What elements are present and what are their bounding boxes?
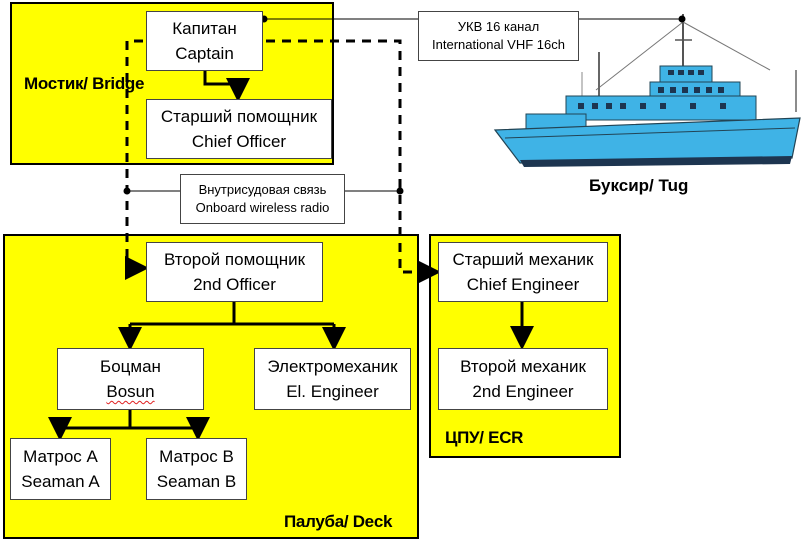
chief-engineer-ru: Старший механик bbox=[452, 250, 594, 269]
chief-engineer-en: Chief Engineer bbox=[466, 275, 580, 294]
el-engineer-ru: Электромеханик bbox=[267, 357, 398, 376]
seaman-a-en: Seaman A bbox=[21, 472, 100, 491]
el-engineer-en: El. Engineer bbox=[286, 382, 379, 401]
seaman-b-box: Матрос В Seaman B bbox=[146, 438, 247, 500]
vhf-dot-right bbox=[678, 15, 686, 23]
second-engineer-ru: Второй механик bbox=[460, 357, 586, 376]
chief-officer-ru: Старший помощник bbox=[160, 107, 318, 126]
tug-vessel-icon bbox=[493, 14, 801, 167]
onboard-dot-right bbox=[396, 187, 404, 195]
second-officer-en: 2nd Officer bbox=[193, 275, 276, 294]
captain-ru: Капитан bbox=[172, 19, 237, 38]
ecr-zone-label: ЦПУ/ ECR bbox=[445, 428, 524, 447]
second-engineer-en: 2nd Engineer bbox=[472, 382, 574, 401]
captain-second-officer-dashed-link bbox=[125, 39, 149, 280]
captain-box: Капитан Captain bbox=[146, 11, 263, 71]
vhf-ru: УКВ 16 канал bbox=[457, 19, 540, 34]
seaman-b-ru: Матрос В bbox=[159, 447, 234, 466]
tug-label: Буксир/ Tug bbox=[589, 176, 689, 195]
captain-to-chief-officer-link bbox=[203, 71, 250, 102]
bridge-zone-label: Мостик/ Bridge bbox=[24, 74, 145, 93]
bosun-ru: Боцман bbox=[100, 357, 161, 376]
onboard-radio-label: Внутрисудовая связь Onboard wireless rad… bbox=[180, 174, 345, 224]
bosun-en: Bosun bbox=[106, 382, 155, 401]
chief-officer-en: Chief Officer bbox=[191, 132, 287, 151]
second-engineer-box: Второй механик 2nd Engineer bbox=[438, 348, 608, 410]
deck-zone-label: Палуба/ Deck bbox=[284, 512, 393, 531]
chief-officer-box: Старший помощник Chief Officer bbox=[146, 99, 332, 159]
second-officer-box: Второй помощник 2nd Officer bbox=[146, 242, 323, 302]
seaman-a-ru: Матрос А bbox=[23, 447, 98, 466]
vhf-channel-label: УКВ 16 канал International VHF 16ch bbox=[418, 11, 579, 61]
chief-engineer-box: Старший механик Chief Engineer bbox=[438, 242, 608, 302]
onboard-ru: Внутрисудовая связь bbox=[198, 182, 327, 197]
captain-chief-engineer-dashed-link bbox=[266, 39, 441, 284]
vhf-en: International VHF 16ch bbox=[432, 37, 565, 52]
captain-en: Captain bbox=[175, 44, 234, 63]
bosun-box: Боцман Bosun bbox=[57, 348, 204, 410]
el-engineer-box: Электромеханик El. Engineer bbox=[254, 348, 411, 410]
seaman-b-en: Seaman B bbox=[156, 472, 237, 491]
seaman-a-box: Матрос А Seaman A bbox=[10, 438, 111, 500]
onboard-en: Onboard wireless radio bbox=[195, 200, 330, 215]
second-officer-ru: Второй помощник bbox=[163, 250, 306, 269]
